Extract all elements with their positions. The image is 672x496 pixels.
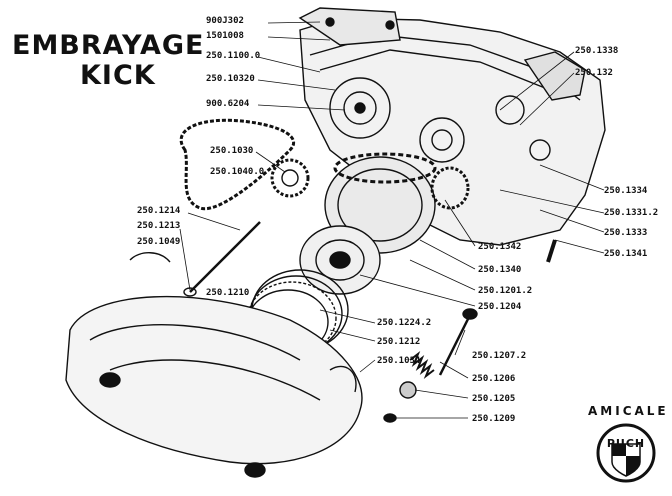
part-label-250-1030: 250.1030 — [210, 146, 254, 156]
clutch-hub — [299, 225, 381, 295]
kick-shaft — [129, 221, 261, 297]
part-label-250-1212: 250.1212 — [377, 337, 421, 347]
part-label-250-1040-0: 250.1040.0 — [210, 167, 265, 177]
part-label-900j302: 900J302 — [206, 16, 244, 26]
part-label-250-1224-2: 250.1224.2 — [377, 318, 432, 328]
part-label-250-1210: 250.1210 — [206, 288, 250, 298]
part-label-250-1209: 250.1209 — [472, 414, 516, 424]
part-label-250-1206: 250.1206 — [472, 374, 516, 384]
part-label-250-1342: 250.1342 — [478, 242, 522, 252]
amicale-puch-logo: AMICALE PUCH — [588, 404, 669, 486]
logo-brand-text: PUCH — [606, 437, 646, 450]
part-label-250-1201-2: 250.1201.2 — [478, 286, 533, 296]
sprocket — [270, 158, 310, 198]
part-label-250-1333: 250.1333 — [604, 228, 648, 238]
part-label-250-1049: 250.1049 — [137, 237, 181, 247]
logo-arc-text: AMICALE — [588, 404, 669, 418]
leader-lines — [179, 21, 605, 419]
part-label-250-1100-0: 250.1100.0 — [206, 51, 261, 61]
part-label-250-1341: 250.1341 — [604, 249, 648, 259]
part-label-250-1213: 250.1213 — [137, 221, 181, 231]
part-label-250-1205: 250.1205 — [472, 394, 516, 404]
part-label-250-1338: 250.1338 — [575, 46, 619, 56]
puch-logo-shield — [596, 423, 656, 483]
part-label-250-1331-2: 250.1331.2 — [604, 208, 659, 218]
part-label-250-1034: 250.1034 — [377, 356, 421, 366]
diagram-title-line2: KICK — [80, 60, 156, 91]
part-label-250-1214: 250.1214 — [137, 206, 181, 216]
part-label-250-1207-2: 250.1207.2 — [472, 351, 527, 361]
adjuster-parts — [383, 239, 557, 423]
part-label-250-10320: 250.10320 — [206, 74, 255, 84]
part-label-250-1334: 250.1334 — [604, 186, 648, 196]
diagram-title-line1: EMBRAYAGE — [12, 30, 205, 61]
drive-chain — [179, 118, 296, 211]
engine-case — [298, 7, 606, 246]
clutch-cover — [65, 295, 363, 478]
part-label-1501008: 1501008 — [206, 31, 244, 41]
part-label-250-1340: 250.1340 — [478, 265, 522, 275]
part-label-250-132: 250.132 — [575, 68, 613, 78]
part-label-250-1204: 250.1204 — [478, 302, 522, 312]
part-label-900-6204: 900.6204 — [206, 99, 250, 109]
